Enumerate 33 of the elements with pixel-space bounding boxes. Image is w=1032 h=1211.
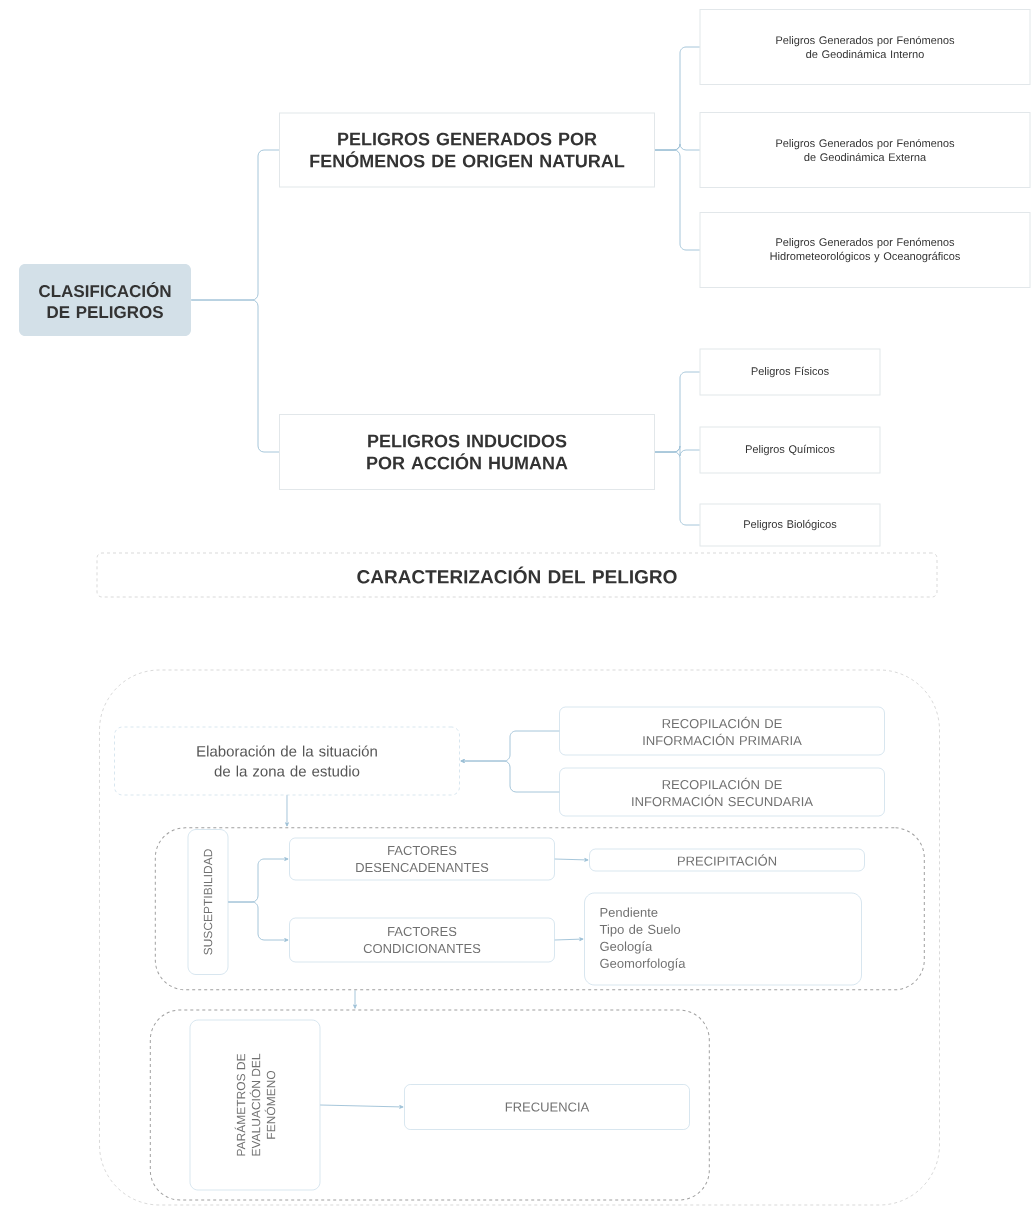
process-box: PRECIPITACIÓN [589, 848, 865, 872]
connector [190, 299, 280, 453]
process-box: FRECUENCIA [404, 1084, 690, 1130]
hazard-box: Peligros Químicos [699, 426, 881, 474]
hazard-box: Peligros Generados por Fenómenos Hidrometeorológicos y Oceanográficos [699, 212, 1031, 288]
banner-box: CARACTERIZACIÓN DEL PELIGRO [96, 552, 938, 598]
title-box: CLASIFICACIÓN DE PELIGROS [19, 264, 191, 336]
process-box: FACTORES CONDICIONANTES [289, 917, 555, 963]
process-box: RECOPILACIÓN DE INFORMACIÓN SECUNDARIA [559, 767, 885, 817]
category-box: PELIGROS INDUCIDOS POR ACCIÓN HUMANA [279, 414, 655, 490]
process-box: Elaboración de la situación de la zona de estudio [114, 726, 460, 796]
list-box: Pendiente Tipo de Suelo Geología Geomorfología [584, 892, 862, 986]
connector [319, 1104, 404, 1109]
connector [460, 759, 560, 793]
hazard-box: Peligros Físicos [699, 348, 881, 396]
connector [285, 794, 289, 827]
category-box: PELIGROS GENERADOS POR FENÓMENOS DE ORIGEN NATURAL [279, 112, 655, 188]
vertical-label-box: SUSCEPTIBILIDAD [187, 829, 229, 975]
dashed-container [99, 669, 940, 1206]
vertical-label-box: PARÁMETROS DE EVALUACIÓN DEL FENÓMENO [189, 1019, 321, 1191]
connector [227, 901, 289, 942]
process-box: RECOPILACIÓN DE INFORMACIÓN PRIMARIA [559, 706, 885, 756]
connector [554, 857, 589, 862]
connector [654, 451, 700, 526]
hazard-box: Peligros Biológicos [699, 503, 881, 547]
connector [654, 149, 700, 251]
hazard-box: Peligros Generados por Fenómenos de Geodinámica Externa [699, 112, 1031, 188]
connector [353, 989, 357, 1009]
connector [554, 937, 584, 942]
hazard-box: Peligros Generados por Fenómenos de Geodinámica Interno [699, 9, 1031, 85]
dashed-container [149, 1009, 710, 1201]
process-box: FACTORES DESENCADENANTES [289, 837, 555, 881]
dashed-container [154, 827, 925, 991]
